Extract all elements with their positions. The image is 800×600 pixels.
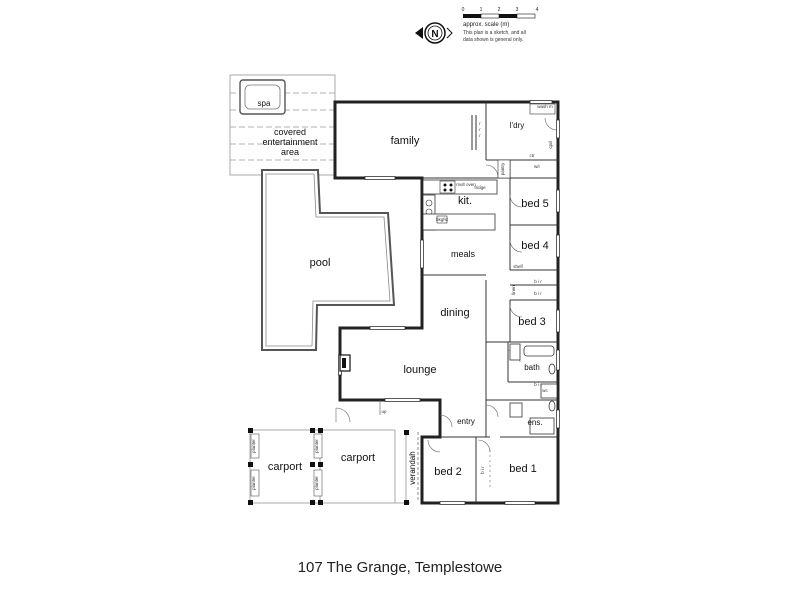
meals-label: meals [451,249,476,259]
verandah-label: verandah [408,451,417,484]
multi-oven-label: mult oven [456,182,476,187]
pool [261,169,396,351]
scale-tick-4: 4 [536,7,539,13]
entry-label: entry [457,417,475,426]
wc-label: wc [542,388,548,393]
scale-note-line1: This plan is a sketch, and all [463,30,526,36]
fridge-label: fridge [474,185,486,190]
covered-area-label-line2: entertainment [262,137,318,147]
compass-icon: N [415,22,453,44]
pool-label: pool [310,257,331,269]
property-address: 107 The Grange, Templestowe [297,559,503,576]
bir-bed3b-label: b i r [534,382,542,387]
kitchen-fittings [422,159,511,231]
step-up-label: up [381,409,387,414]
wir-label: w/r [534,164,541,169]
scale-tick-1: 1 [480,7,483,13]
family-label: family [391,135,420,147]
kitchen-label: kit. [458,195,472,207]
covered-area [229,74,336,176]
bathroom-fittings [509,103,558,435]
planter-3-label: planter [314,439,319,453]
carports [248,400,419,505]
covered-area-label-line3: area [281,147,299,157]
scale-caption: approx. scale (m) [463,22,509,28]
planter-1-label: planter [251,439,256,453]
breakfast-bar-label: bkgfst [436,217,449,222]
compass-letter: N [431,29,438,40]
dining-label: dining [440,307,469,319]
lounge-label: lounge [403,364,436,376]
planter-4-label: planter [314,476,319,490]
scale-tick-2: 2 [498,7,501,13]
wash-machine-label: wash m [537,104,553,109]
planter-2-label: planter [251,476,256,490]
spa-label: spa [258,99,271,108]
bed1-label: bed 1 [509,463,537,475]
cupboard-label: cpd [548,141,553,149]
carport1-label: carport [268,461,302,473]
scale-tick-3: 3 [516,7,519,13]
bath-label: bath [524,363,540,372]
scale-note-line2: data shown is general only. [463,37,523,43]
laundry-label: l'dry [510,121,524,130]
robe-mark-1: r [479,121,481,126]
robe-mark-3: r [479,133,481,138]
robe-mark-2: r [479,127,481,132]
bir-bed1-label: b i r [480,466,485,474]
bed5-label: bed 5 [521,198,549,210]
pantry-label: pantry [500,162,505,175]
shelf-label: shelf [513,264,523,269]
scale-tick-0: 0 [462,7,465,13]
counter-label: ctr [530,153,536,158]
carport2-label: carport [341,452,375,464]
sliding-doors [471,115,491,490]
windows [338,100,560,505]
bir-bed3-label: b i r [534,291,542,296]
bir-bed4-label: b i r [534,279,542,284]
ensuite-label: ens. [527,418,542,427]
door-swings [335,117,558,453]
linen-label: linen [511,285,516,295]
bed3-label: bed 3 [518,316,546,328]
covered-area-label-line1: covered [274,127,306,137]
scale-bar: 0 1 2 3 4 approx. scale (m) This plan is… [462,7,539,43]
bed2-label: bed 2 [434,466,462,478]
bed4-label: bed 4 [521,240,549,252]
